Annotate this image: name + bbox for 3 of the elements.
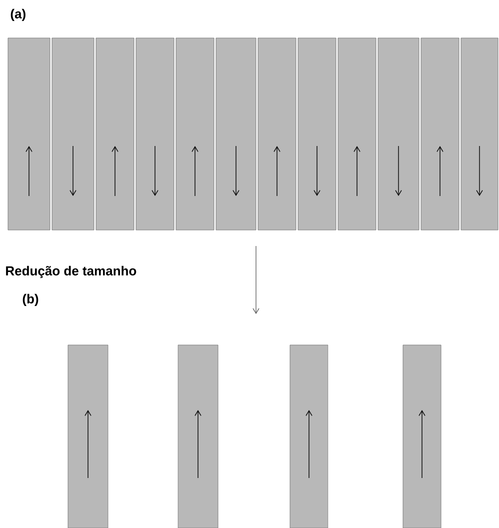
panel-label: (a) [10, 8, 26, 22]
panel-label: Redução de tamanho [6, 266, 136, 278]
panel-label: (b) [22, 294, 38, 306]
